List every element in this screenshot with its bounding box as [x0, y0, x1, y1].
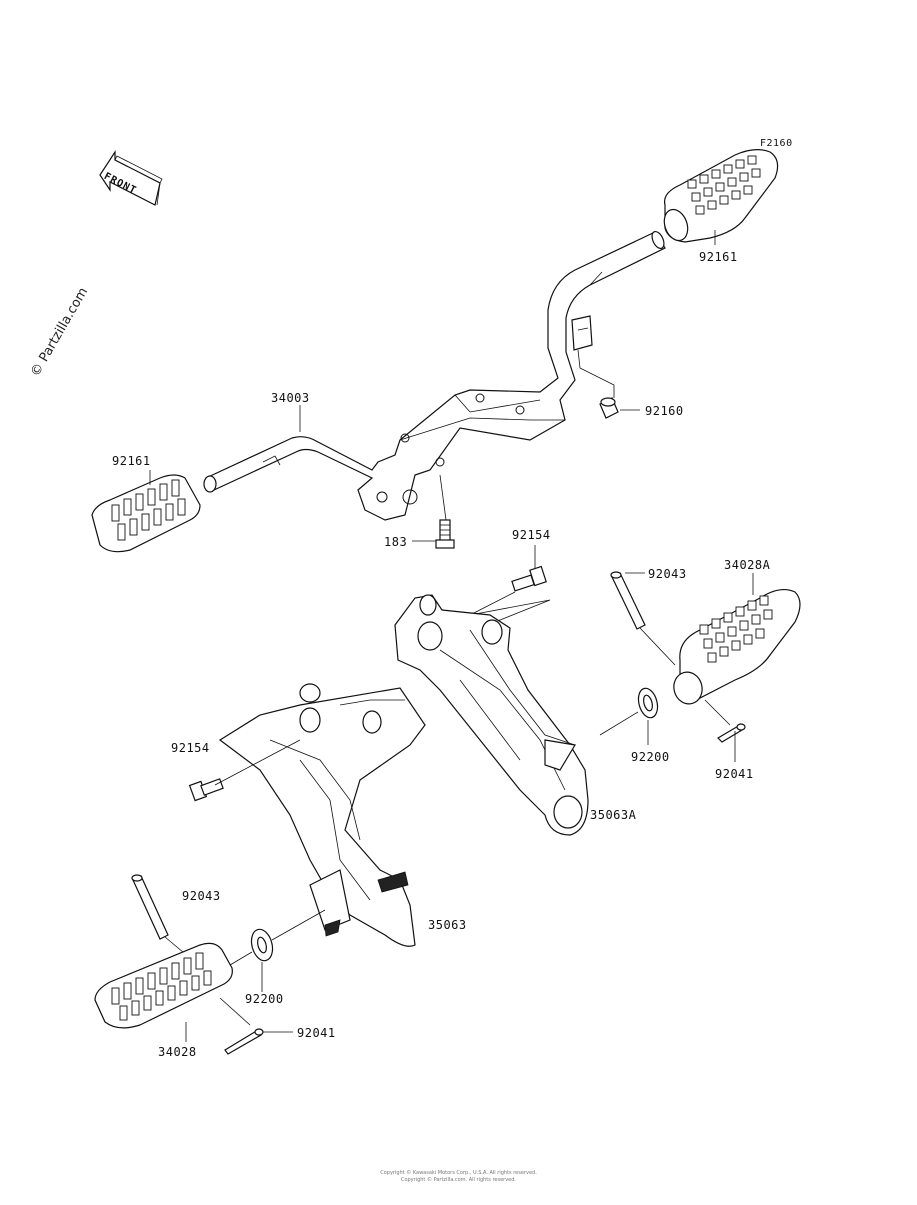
label-92041-left: 92041: [297, 1026, 336, 1040]
pin-92043-right: [610, 571, 646, 630]
label-92200-right: 92200: [631, 750, 670, 764]
label-92200-left: 92200: [245, 992, 284, 1006]
washer-92200-right: [637, 687, 659, 719]
bolt-92154-top: [511, 565, 547, 592]
bracket-35063A: [394, 594, 589, 836]
label-34028: 34028: [158, 1045, 197, 1059]
label-34003: 34003: [271, 391, 310, 405]
pin-92043-left: [131, 874, 169, 940]
leader-92200-left-axis: [229, 951, 253, 966]
label-92154-top: 92154: [512, 528, 551, 542]
leader-92043-right-axis: [639, 627, 676, 666]
label-34028A: 34028A: [724, 558, 771, 572]
diagram-code: F2160: [760, 138, 793, 149]
leader-92154-left-axis: [214, 739, 301, 786]
leader-92200-right-axis: [599, 711, 639, 736]
label-92160: 92160: [645, 404, 684, 418]
label-183: 183: [384, 535, 408, 549]
footpeg-rubber-92161-right: [663, 149, 779, 243]
label-92041-right: 92041: [715, 767, 754, 781]
washer-92200-left: [250, 928, 274, 962]
label-92161-left: 92161: [112, 454, 151, 468]
front-arrow-icon: [99, 149, 163, 206]
footpeg-34028: [94, 942, 233, 1029]
cotter-pin-92041-left: [224, 1028, 264, 1055]
bolt-183: [435, 474, 455, 549]
stopper-92160: [599, 397, 619, 419]
label-92043-right: 92043: [648, 567, 687, 581]
label-92161-right: 92161: [699, 250, 738, 264]
footer-line-1: Copyright © Kawasaki Motors Corp., U.S.A…: [380, 1170, 537, 1176]
label-92154-left: 92154: [171, 741, 210, 755]
footrest-bar-34003: [203, 230, 666, 521]
bracket-35063: [218, 683, 426, 947]
footpeg-rubber-92161-left: [91, 474, 201, 553]
leader-92154-top-axis: [469, 591, 551, 633]
label-92043-left: 92043: [182, 889, 221, 903]
footer-line-2: Copyright © Partzilla.com. All rights re…: [400, 1177, 517, 1183]
label-35063: 35063: [428, 918, 467, 932]
leader-35063-axis: [271, 909, 326, 941]
leader-92160-part: [577, 349, 615, 398]
bolt-92154-left: [188, 778, 224, 802]
label-35063A: 35063A: [590, 808, 637, 822]
footpeg-34028A: [673, 588, 801, 705]
cotter-pin-92041-right: [717, 723, 746, 743]
leader-92041-right-axis: [704, 699, 731, 726]
leader-92041-left-axis: [219, 997, 251, 1026]
